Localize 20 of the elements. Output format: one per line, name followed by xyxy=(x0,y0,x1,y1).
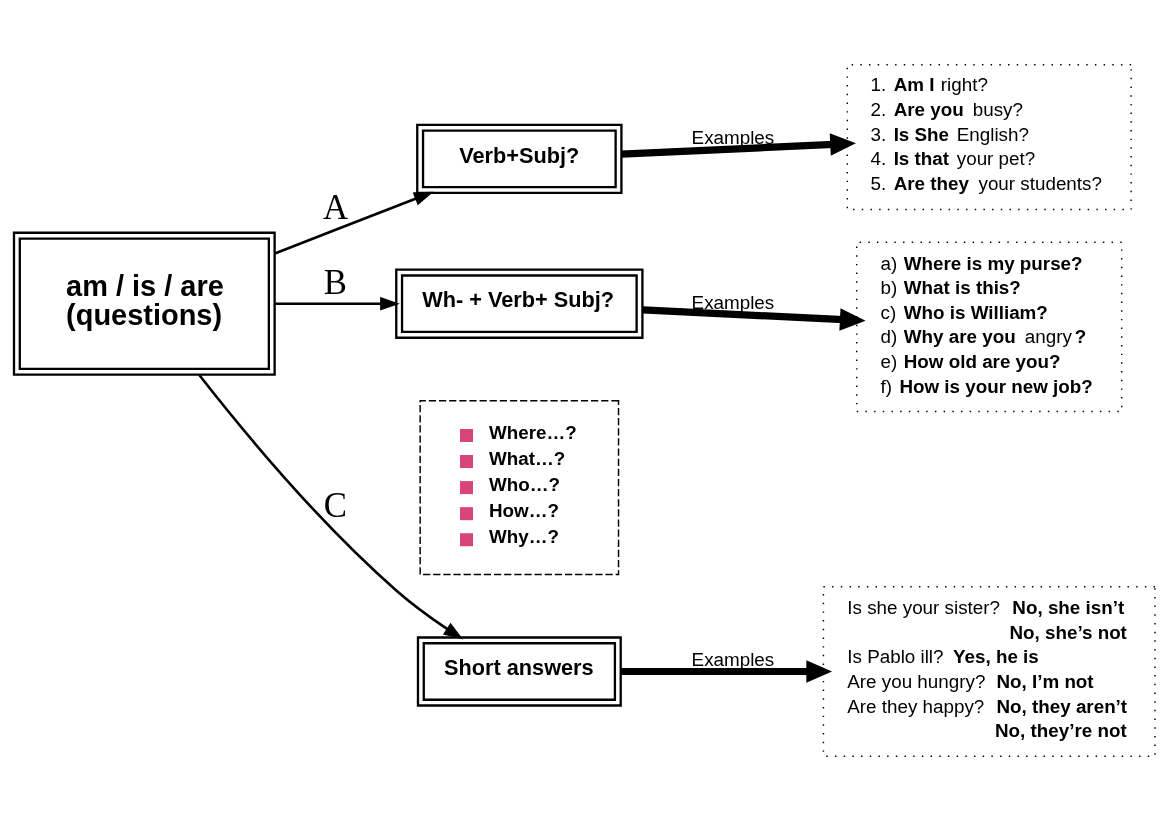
node-box: a) Where is my purse? b) What is this? c) Who is William? d) Why are you angry? e) How old are you? f) How is your new job? xyxy=(856,241,1123,413)
edge-label: B xyxy=(323,262,348,302)
arrow xyxy=(274,296,400,311)
edge-label: Examples xyxy=(691,291,775,313)
edge-label: A xyxy=(322,187,348,227)
node-box: Verb+Subj? xyxy=(416,123,623,195)
node-box: Where…? What…? Who…? How…? Why…? xyxy=(419,400,620,576)
edge-label: Examples xyxy=(691,649,775,671)
node-box: am / is / are (questions) xyxy=(12,231,276,376)
arrow xyxy=(198,374,464,640)
arrow xyxy=(620,660,833,683)
node-box: 1. Am I right? 2. Are you busy? 3. Is She English? 4. Is that your pet? 5. Are they your students? xyxy=(846,64,1132,211)
edge-label: Examples xyxy=(691,126,775,148)
arrow xyxy=(621,133,856,158)
edge-label: C xyxy=(323,485,348,525)
node-box: Wh- + Verb+ Subj? xyxy=(395,268,644,339)
node-box: Is she your sister? No, she isn’t No, she’s not Is Pablo ill? Yes, he is Are you hungry? No, I’m not Are they happy? No, they aren’t No, they’re not xyxy=(822,586,1156,757)
arrow xyxy=(642,306,866,331)
node-box: Short answers xyxy=(416,636,622,707)
arrow xyxy=(274,191,434,255)
